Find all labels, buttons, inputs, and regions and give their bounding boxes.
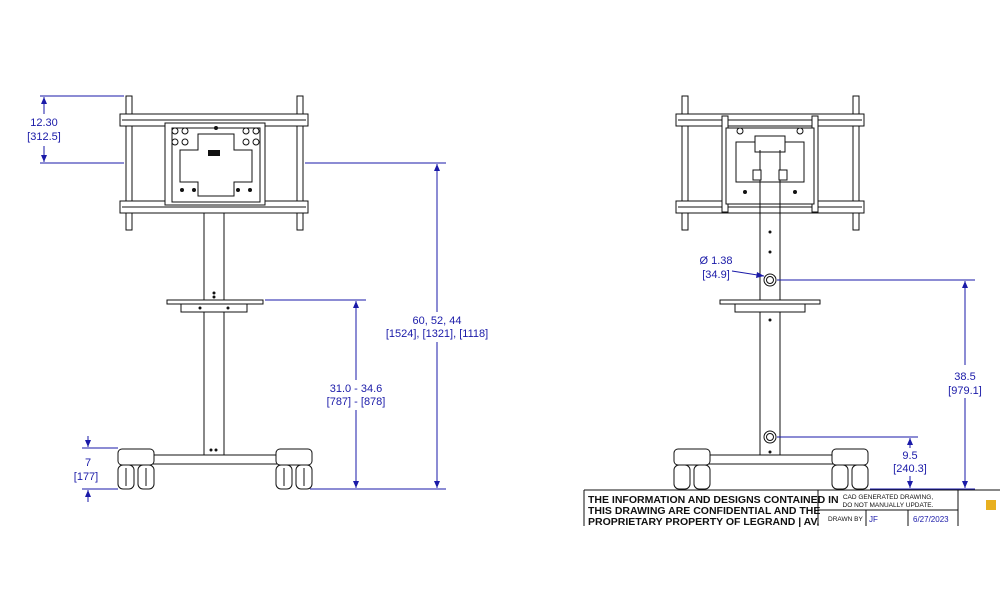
drawing-date: 6/27/2023 (913, 515, 949, 524)
front-view (117, 95, 313, 490)
side-cable-holes (763, 273, 777, 444)
drawn-by-label: DRAWN BY (828, 516, 863, 523)
side-dimensions: Ø 1.38 [34.9] 38.5 [979.1] 9.5 [240.3] (699, 255, 982, 490)
front-pole (203, 213, 225, 455)
front-dimensions: 12.30 [312.5] 60, 52, 44 [1524], [1321],… (27, 95, 488, 502)
overall-height-dim: 60, 52, 44 (413, 315, 462, 327)
shelf-height-mm-dim: [787] - [878] (327, 396, 386, 408)
drawn-by-value: JF (869, 515, 878, 524)
caster-height-mm-dim: [177] (74, 471, 98, 483)
confidential-notice-line3: PROPRIETARY PROPERTY OF LEGRAND | AV. (588, 516, 820, 528)
front-shelf (166, 299, 264, 313)
caster-height-dim: 7 (85, 457, 91, 469)
front-base (117, 448, 313, 466)
side-view (673, 95, 869, 490)
side-base (673, 448, 869, 490)
cad-generated-line1: CAD GENERATED DRAWING, (843, 494, 933, 501)
upper-hole-height-dim: 38.5 (954, 371, 975, 383)
side-mount-frame (675, 95, 865, 231)
upper-hole-height-mm-dim: [979.1] (948, 385, 982, 397)
side-shelf (719, 299, 821, 313)
lower-hole-height-mm-dim: [240.3] (893, 463, 927, 475)
hole-diameter-dim: Ø 1.38 (699, 255, 732, 267)
overall-height-mm-dim: [1524], [1321], [1118] (386, 328, 488, 340)
hole-diameter-mm-dim: [34.9] (702, 269, 730, 281)
lower-hole-height-dim: 9.5 (902, 450, 917, 462)
shelf-height-dim: 31.0 - 34.6 (330, 383, 383, 395)
front-mount-frame (119, 95, 309, 231)
title-block: THE INFORMATION AND DESIGNS CONTAINED IN… (583, 489, 1000, 528)
plate-height-mm-dim: [312.5] (27, 131, 61, 143)
cad-generated-line2: DO NOT MANUALLY UPDATE. (843, 502, 934, 509)
confidential-notice-line2: THIS DRAWING ARE CONFIDENTIAL AND THE (588, 505, 820, 517)
plate-height-dim: 12.30 (30, 117, 58, 129)
front-casters (117, 464, 313, 490)
confidential-notice-line1: THE INFORMATION AND DESIGNS CONTAINED IN (588, 494, 839, 506)
